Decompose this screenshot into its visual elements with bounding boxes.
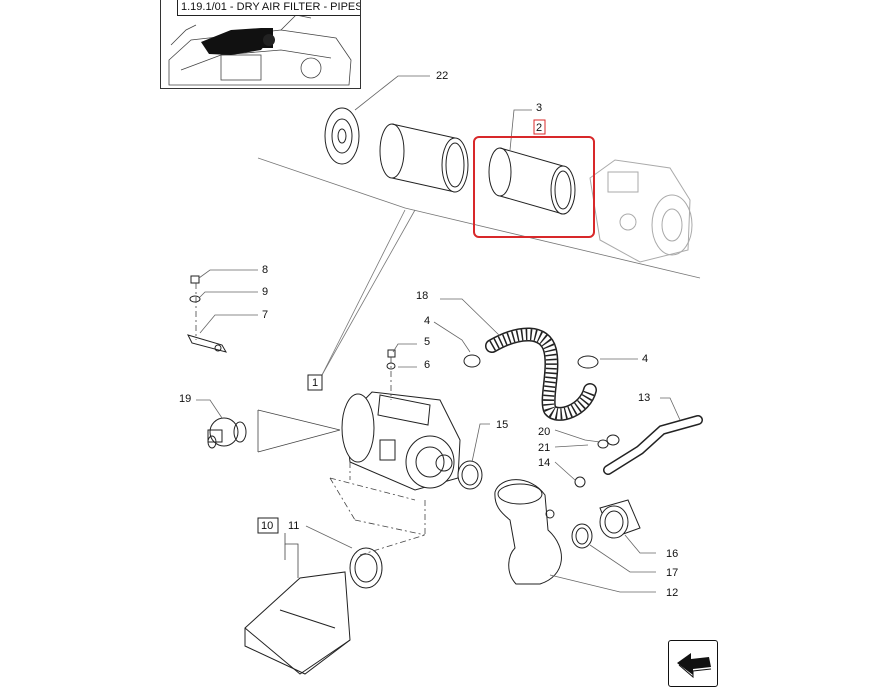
back-button[interactable]: [668, 640, 718, 687]
callout-14[interactable]: 14: [538, 457, 550, 469]
elbow-intake: [494, 479, 562, 585]
reference-inset: 1.19.1/01 - DRY AIR FILTER - PIPES: [160, 0, 361, 89]
callout-5[interactable]: 5: [424, 336, 430, 348]
callout-6[interactable]: 6: [424, 359, 430, 371]
callout-10-box: [257, 517, 279, 534]
dashed-connectors: [195, 283, 426, 556]
callout-brackets: [257, 409, 341, 578]
guide-lines: [257, 157, 701, 376]
leader-lines: [196, 75, 681, 593]
callout-9[interactable]: 9: [262, 286, 268, 298]
callout-1[interactable]: 1: [312, 377, 318, 389]
callout-4-left[interactable]: 4: [424, 315, 430, 327]
selected-part-highlight: [473, 136, 595, 238]
callout-18[interactable]: 18: [416, 290, 428, 302]
callout-8[interactable]: 8: [262, 264, 268, 276]
inset-title: 1.19.1/01 - DRY AIR FILTER - PIPES: [177, 0, 360, 16]
small-fittings: [574, 434, 620, 488]
callout-labels: 22 3 2 8 9 7 18 4 5 6 4 1 19 13 15 20 21…: [179, 70, 678, 599]
callout-22[interactable]: 22: [436, 70, 448, 82]
callout-3[interactable]: 3: [536, 102, 542, 114]
clamp-15: [457, 460, 483, 490]
callout-2[interactable]: 2: [536, 122, 542, 134]
callout-11[interactable]: 11: [288, 520, 299, 532]
callout-12[interactable]: 12: [666, 587, 678, 599]
outer-filter-element: [379, 123, 469, 193]
callout-13[interactable]: 13: [638, 392, 650, 404]
pipe-13: [603, 415, 703, 475]
engine-thumbnail: [168, 14, 352, 86]
callout-17[interactable]: 17: [666, 567, 678, 579]
callout-7[interactable]: 7: [262, 309, 268, 321]
callout-21[interactable]: 21: [538, 442, 550, 454]
callout-16[interactable]: 16: [666, 548, 678, 560]
filter-housing: [341, 391, 461, 491]
housing-ghost: [589, 159, 693, 263]
callout-10[interactable]: 10: [261, 520, 273, 532]
callout-2-box: [533, 119, 546, 135]
callout-19[interactable]: 19: [179, 393, 191, 405]
callout-1-box: [307, 374, 323, 391]
inner-safety-element: [488, 147, 576, 215]
dust-valve: [207, 417, 247, 449]
callout-15[interactable]: 15: [496, 419, 508, 431]
bolt-bracket-group: [187, 275, 228, 353]
small-hardware: [386, 349, 599, 370]
callout-20[interactable]: 20: [538, 426, 550, 438]
precleaner-group: [244, 547, 383, 675]
end-cap-part: [324, 107, 360, 165]
corrugated-hose: [485, 327, 597, 421]
callout-4-right[interactable]: 4: [642, 353, 648, 365]
sleeve-clamp: [571, 499, 641, 549]
arrow-back-icon: [677, 653, 712, 679]
